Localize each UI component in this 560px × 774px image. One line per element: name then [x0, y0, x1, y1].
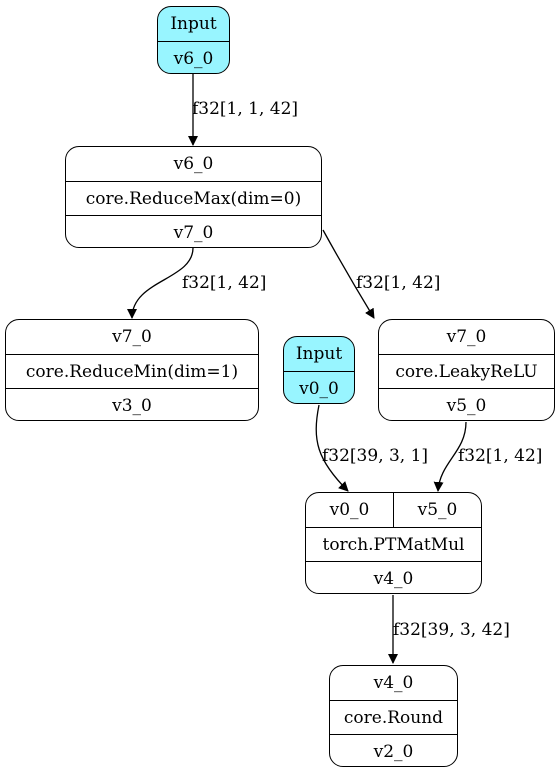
node-output-port: v3_0: [6, 388, 258, 420]
input-node-value: v0_0: [284, 371, 354, 403]
input-node-title: Input: [170, 14, 217, 34]
node-input-ports: v0_0 v5_0: [306, 493, 481, 527]
edge-input-to-matmul: [315, 404, 349, 492]
node-input-port: v7_0: [112, 327, 152, 347]
node-operation: core.LeakyReLU: [379, 354, 554, 388]
reducemax-node[interactable]: v6_0 core.ReduceMax(dim=0) v7_0: [65, 146, 322, 248]
edge-label-reducemax-to-leakyrelu: f32[1, 42]: [356, 273, 441, 293]
edge-label-reducemax-to-reducemin: f32[1, 42]: [182, 273, 267, 293]
node-input-port-a: v0_0: [329, 500, 370, 520]
node-operation: core.ReduceMax(dim=0): [66, 181, 321, 215]
input-node-title: Input: [295, 344, 343, 364]
node-operation: core.ReduceMin(dim=1): [6, 354, 258, 388]
input-node-v6[interactable]: Input v6_0: [157, 6, 230, 74]
matmul-node[interactable]: v0_0 v5_0 torch.PTMatMul v4_0: [305, 492, 482, 594]
edge-label-input-to-matmul: f32[39, 3, 1]: [322, 446, 429, 466]
node-input-port: v4_0: [373, 673, 414, 693]
round-node[interactable]: v4_0 core.Round v2_0: [329, 665, 458, 767]
edge-label-leakyrelu-to-matmul: f32[1, 42]: [458, 446, 543, 466]
edge-label-input-to-reducemax: f32[1, 1, 42]: [192, 99, 299, 119]
node-output-port: v5_0: [379, 388, 554, 420]
reducemin-node[interactable]: v7_0 core.ReduceMin(dim=1) v3_0: [5, 319, 259, 421]
node-input-port-b: v5_0: [393, 493, 481, 527]
node-output-port: v4_0: [306, 561, 481, 593]
edge-leakyrelu-to-matmul: [433, 421, 467, 492]
node-input-port: v7_0: [446, 327, 487, 347]
leakyrelu-node[interactable]: v7_0 core.LeakyReLU v5_0: [378, 319, 555, 421]
node-output-port: v2_0: [330, 734, 457, 766]
node-operation: core.Round: [330, 700, 457, 734]
node-input-port: v6_0: [173, 154, 214, 174]
edge-label-matmul-to-round: f32[39, 3, 42]: [393, 620, 510, 640]
edge-reducemax-to-leakyrelu: [322, 229, 375, 319]
input-node-value: v6_0: [158, 41, 229, 73]
input-node-v0[interactable]: Input v0_0: [283, 336, 355, 404]
edge-reducemax-to-reducemin: [127, 247, 194, 319]
node-output-port: v7_0: [66, 215, 321, 247]
node-operation: torch.PTMatMul: [306, 527, 481, 561]
